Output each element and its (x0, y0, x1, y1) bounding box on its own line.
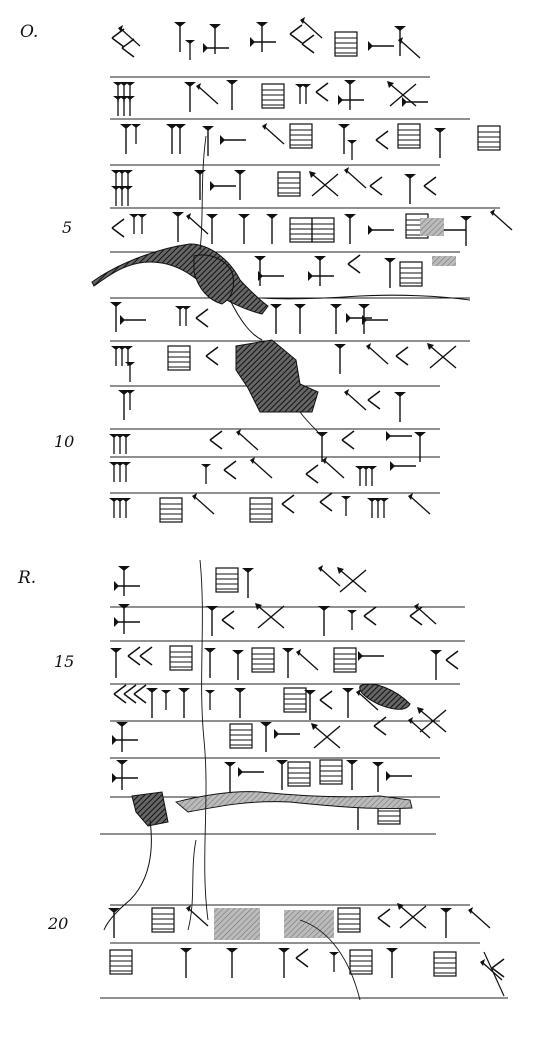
obverse-label: O. (20, 22, 39, 42)
reverse-damage (103, 559, 505, 1001)
line-number-15: 15 (54, 652, 75, 671)
line-number-5: 5 (62, 218, 73, 237)
line-number-20: 20 (48, 914, 69, 933)
obverse-signs (109, 16, 513, 523)
obverse-ruling-lines (110, 76, 500, 494)
reverse-label: R. (18, 568, 37, 588)
line-number-10: 10 (54, 432, 75, 451)
obverse-damage (91, 135, 471, 433)
reverse-ruling-lines (100, 606, 508, 999)
